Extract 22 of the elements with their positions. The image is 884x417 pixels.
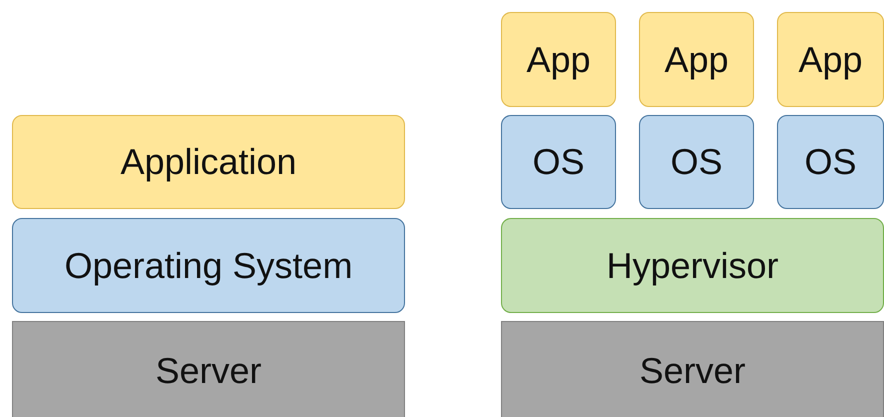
layer-label: OS: [532, 141, 584, 183]
application-layer: [639, 12, 754, 107]
os-layer: [639, 115, 754, 209]
application-layer: [777, 12, 884, 107]
layer-label: App: [798, 38, 863, 80]
layer-label: App: [664, 38, 729, 80]
layer-label: Hypervisor: [606, 244, 779, 286]
os-layer: [12, 218, 405, 313]
os-layer: [501, 115, 616, 209]
os-layer: [777, 115, 884, 209]
layer-label: App: [526, 38, 591, 80]
server-layer: [12, 321, 405, 417]
layer-label: Application: [120, 141, 297, 183]
layer-label: Operating System: [64, 244, 353, 286]
layer-label: OS: [804, 141, 856, 183]
hypervisor-layer: [501, 218, 884, 313]
layer-label: Server: [639, 350, 746, 392]
layer-label: OS: [670, 141, 722, 183]
layer-label: Server: [155, 350, 262, 392]
server-layer: [501, 321, 884, 417]
application-layer: [501, 12, 616, 107]
application-layer: [12, 115, 405, 209]
